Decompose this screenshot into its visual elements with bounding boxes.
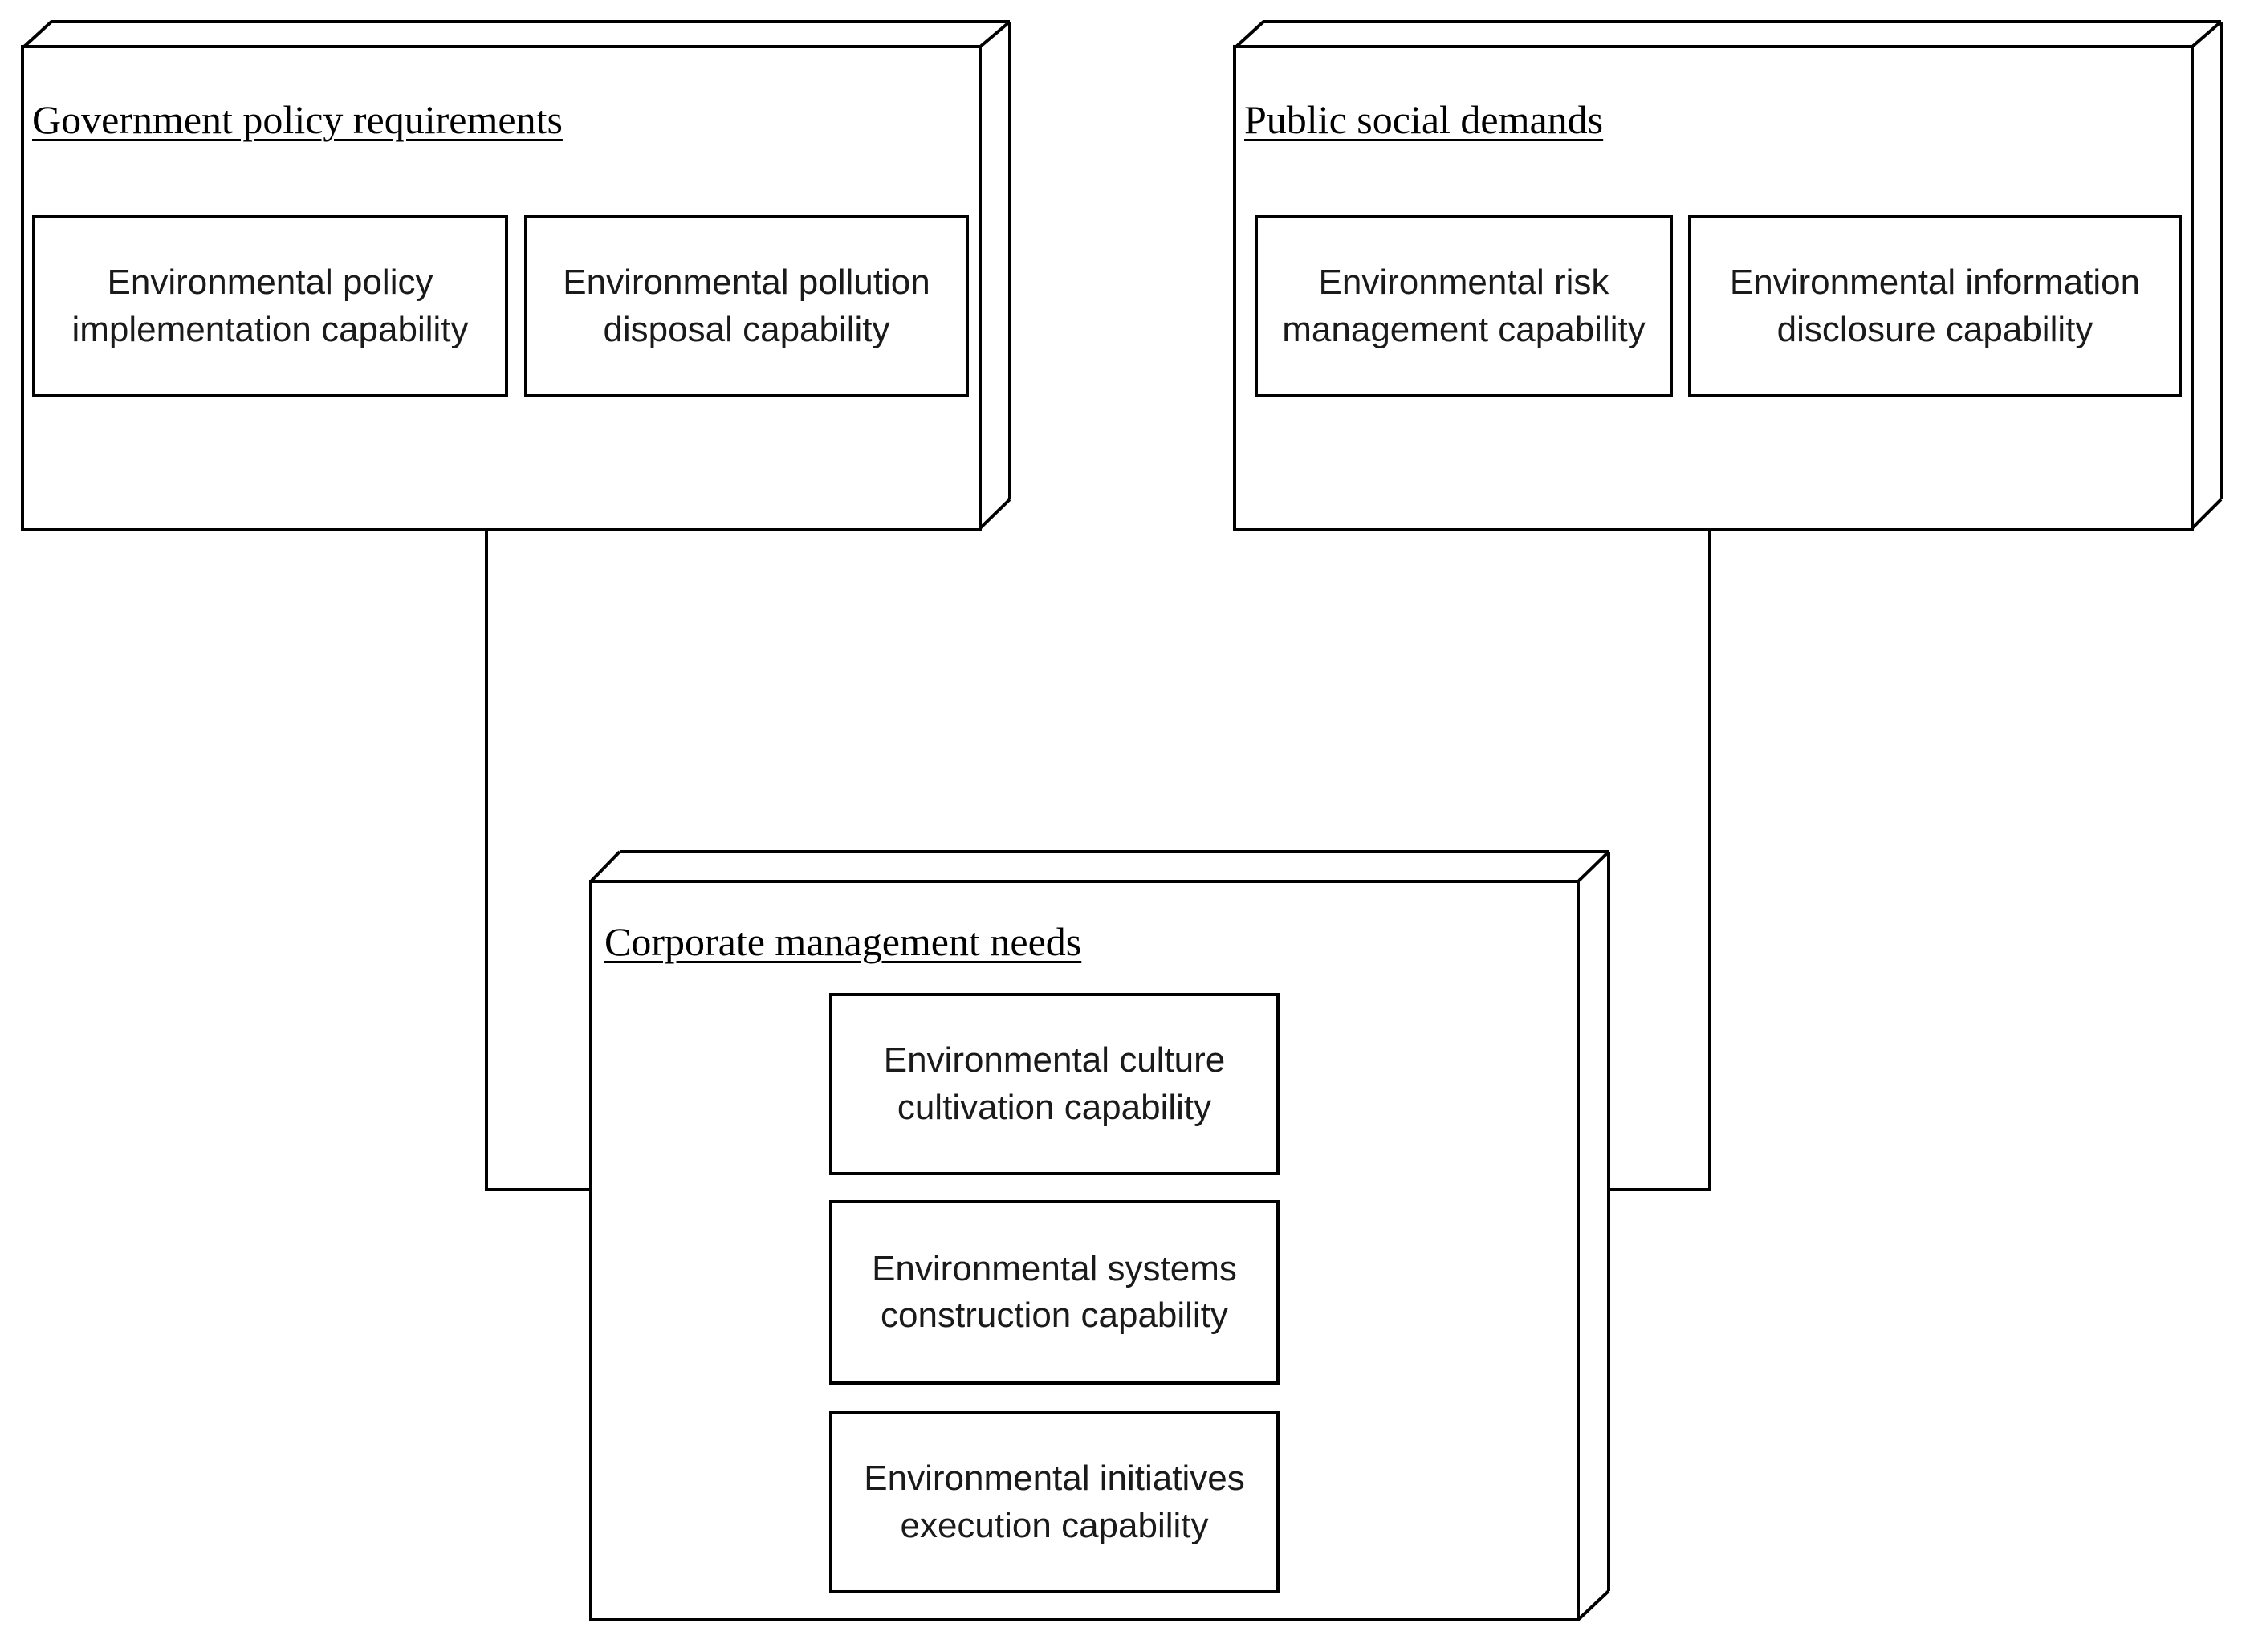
node-corporate-title: Corporate management needs [604,919,1082,964]
capability-box-environmental-systems-construction: Environmental systems construction capab… [829,1200,1280,1385]
node-corporate-management-needs: Corporate management needs Environmental… [589,880,1580,1621]
capability-box-environmental-policy-implementation: Environmental policy implementation capa… [32,215,508,397]
node-corporate-bottomright-bevel [1577,1589,1610,1621]
capability-box-environmental-culture-cultivation: Environmental culture cultivation capabi… [829,993,1280,1175]
node-corporate-3d-edges [590,850,1610,1621]
node-public-3d-edges [1234,20,2223,531]
node-public-topleft-bevel [1234,20,1265,49]
capability-box-environmental-risk-management: Environmental risk management capability [1255,215,1673,397]
node-government-3d-edges [22,20,1011,531]
capability-box-environmental-pollution-disposal: Environmental pollution disposal capabil… [524,215,969,397]
node-public-title: Public social demands [1244,97,1604,142]
node-government-policy-requirements: Government policy requirements Environme… [21,45,982,531]
connector-public-to-corporate [1607,531,1711,1191]
node-public-social-demands: Public social demands Environmental risk… [1233,45,2194,531]
capability-box-environmental-initiatives-execution: Environmental initiatives execution capa… [829,1411,1280,1593]
node-corporate-topleft-bevel [590,850,621,882]
node-government-topright-bevel [978,20,1011,49]
capability-box-environmental-information-disclosure: Environmental information disclosure cap… [1688,215,2182,397]
node-public-bottomright-bevel [2190,498,2223,531]
node-government-title: Government policy requirements [32,97,563,142]
node-government-topleft-bevel [22,20,53,49]
node-corporate-topright-bevel [1577,850,1610,882]
node-government-bottomright-bevel [978,498,1011,531]
node-public-topright-bevel [2190,20,2223,49]
connector-government-to-corporate [485,531,589,1191]
